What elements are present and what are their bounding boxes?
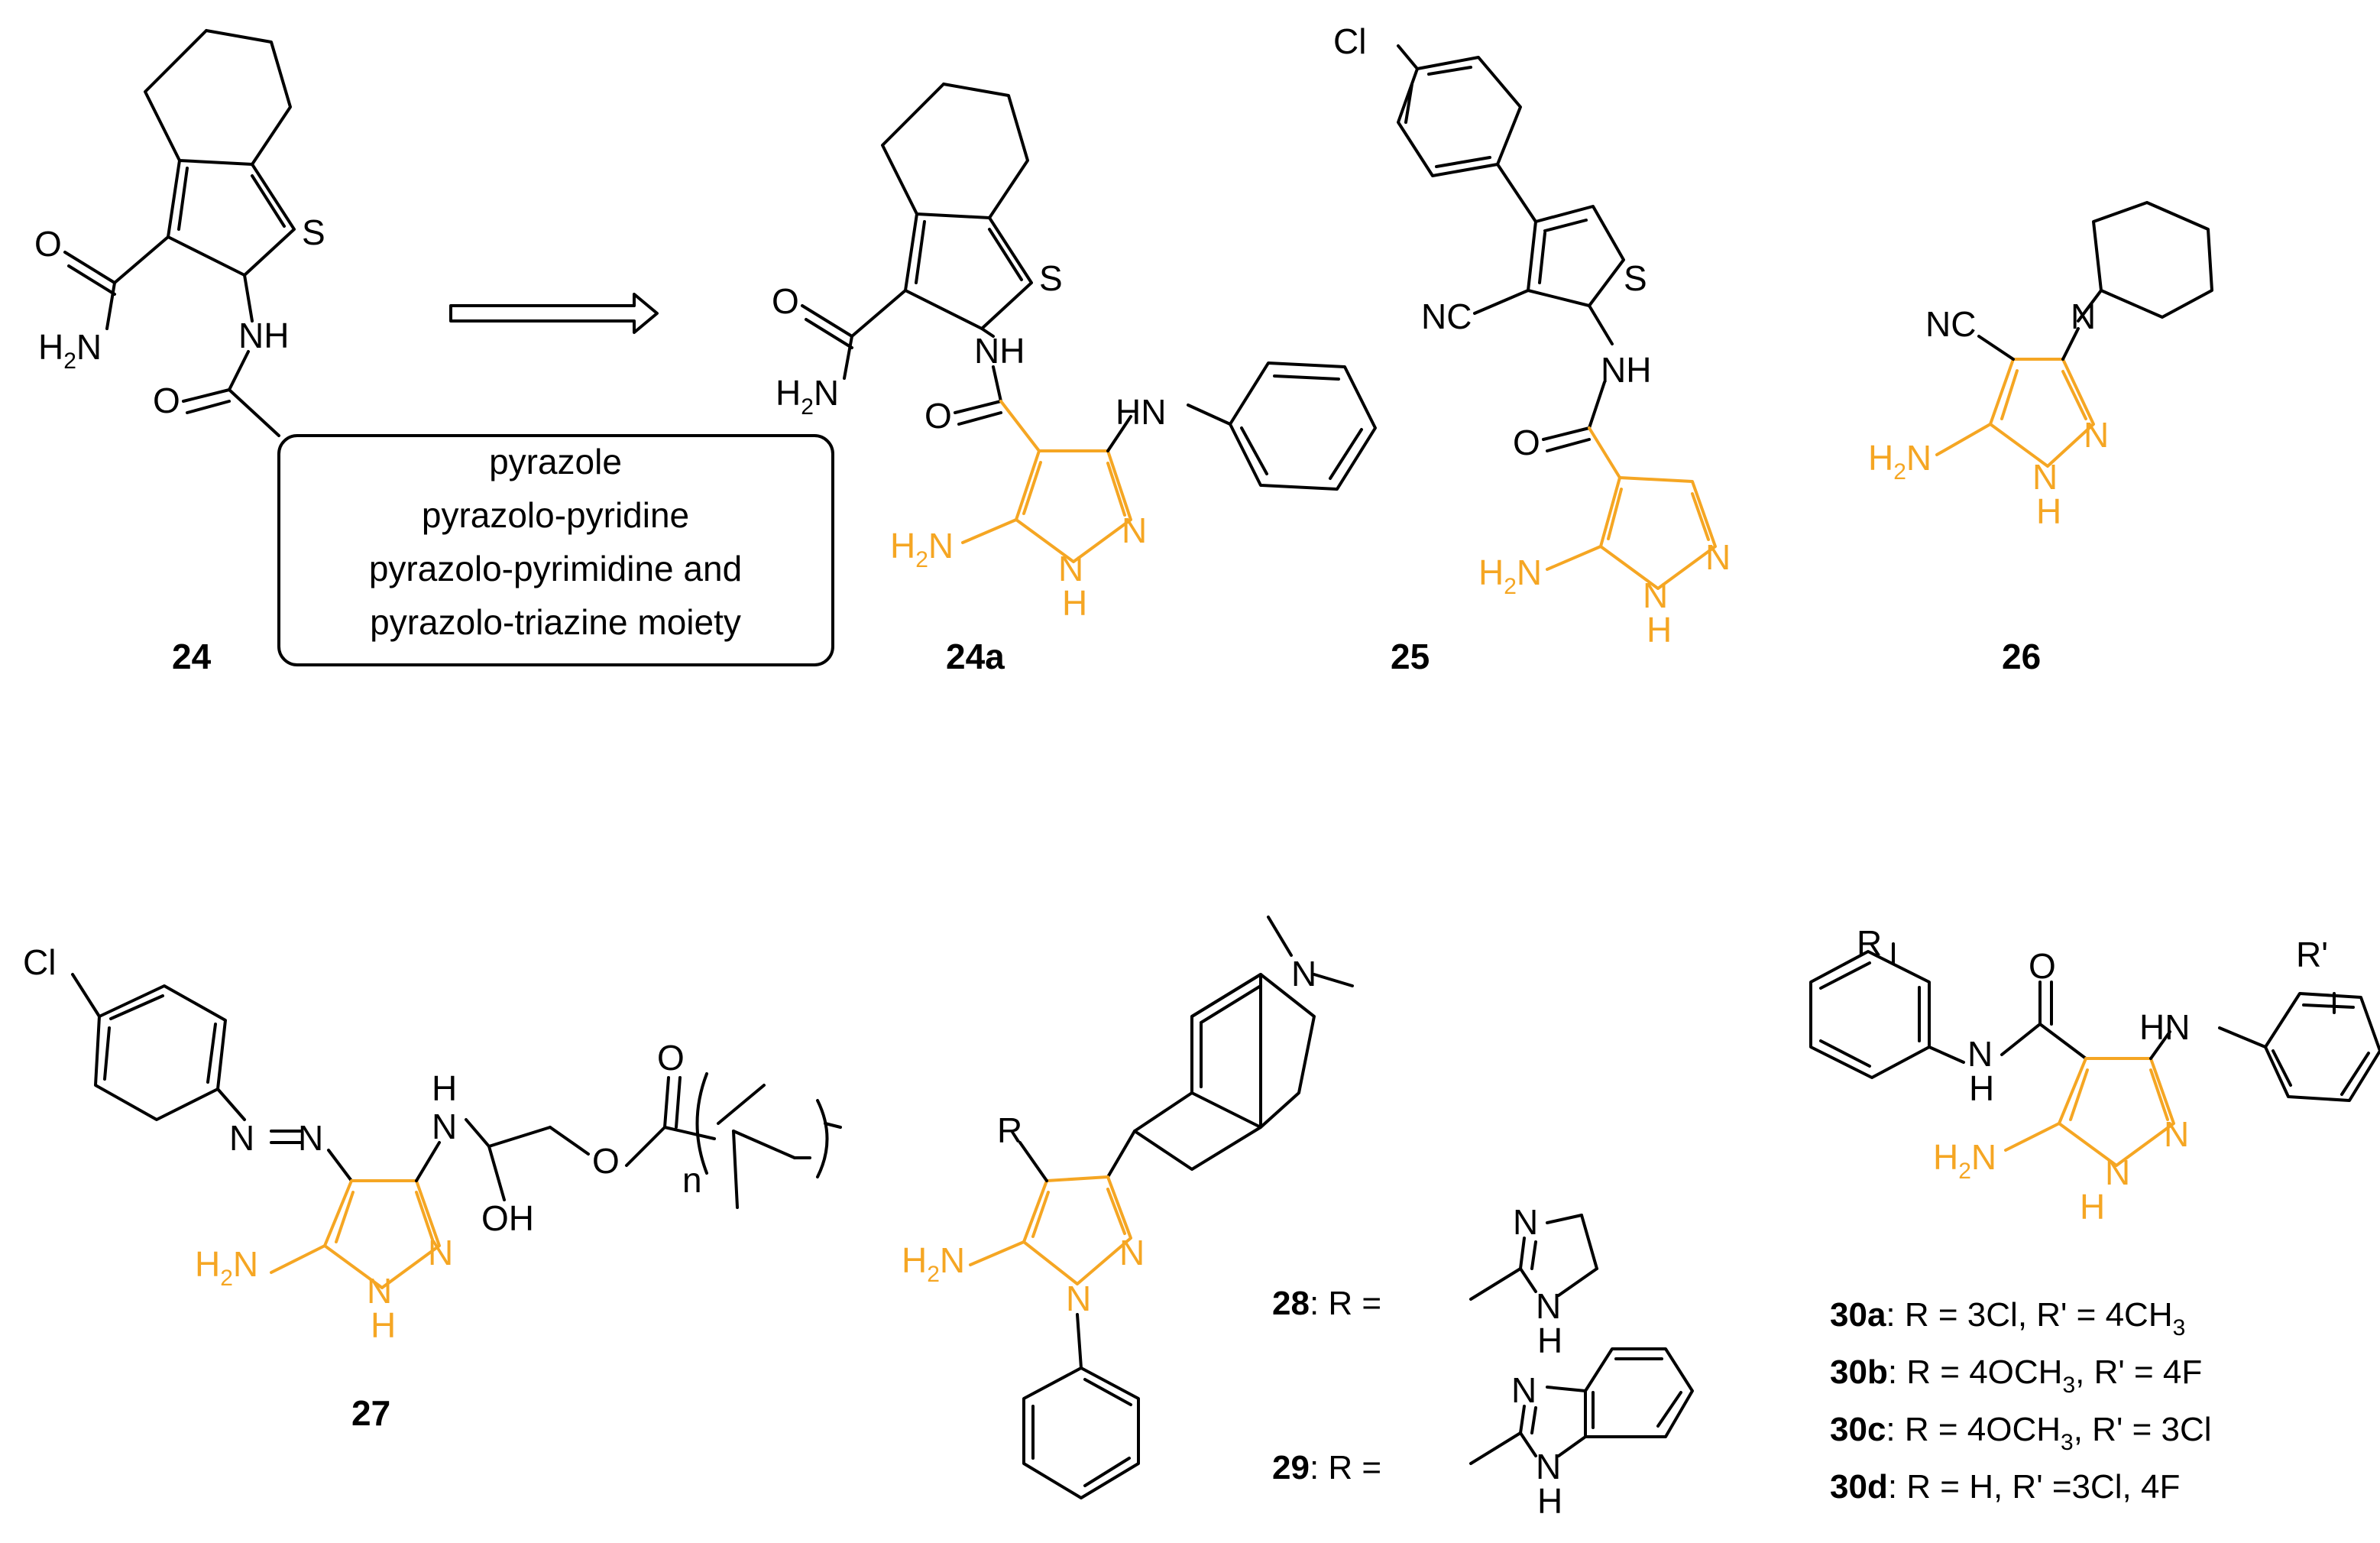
nitrile-atom: NC — [1421, 297, 1472, 336]
compound-number: 27 — [351, 1393, 390, 1433]
piperidine-n-atom: N — [2071, 297, 2096, 336]
oxygen-atom: O — [1513, 423, 1540, 462]
oxygen-atom: O — [772, 281, 799, 321]
r-group: R — [997, 1110, 1022, 1150]
ring-nh-atom: N — [2032, 457, 2058, 497]
chlorine-atom: Cl — [1333, 21, 1366, 61]
ester-o-atom: O — [592, 1141, 620, 1181]
sulfur-atom: S — [1039, 258, 1063, 298]
r-group: R — [1857, 923, 1882, 963]
box-line: pyrazolo-pyridine — [422, 495, 689, 535]
ring-n-atom: N — [2084, 415, 2109, 455]
ring-nh-atom: N — [2105, 1152, 2130, 1192]
compound-number: 24 — [172, 637, 212, 676]
amine-atom: H2N — [1868, 438, 1932, 485]
compound-27: Cl N N H N OH O O n H2N N N H 27 — [23, 942, 842, 1433]
design-arrow — [449, 293, 659, 334]
ring-n-atom: N — [428, 1233, 453, 1272]
compound-24a: S O H2N NH O HN H2N N N H 24a — [772, 83, 1377, 676]
repeat-n: n — [682, 1160, 702, 1200]
variant-30d: 30d: R = H, R' =3Cl, 4F — [1830, 1468, 2180, 1506]
nh-h-atom: H — [432, 1068, 457, 1108]
compound-28-r: 28: R = N N H — [1272, 1202, 1598, 1360]
box-line: pyrazolo-pyrimidine and — [369, 549, 742, 588]
hydroxyl-atom: OH — [481, 1198, 534, 1238]
amine-atom: H2N — [38, 327, 102, 374]
nh-n-atom: N — [432, 1107, 457, 1146]
nh-atom: NH — [974, 331, 1025, 371]
sulfur-atom: S — [1624, 258, 1647, 298]
hn-atom: HN — [1116, 392, 1166, 432]
ring-nh-atom: N — [1058, 549, 1083, 588]
amine-atom: H2N — [1478, 553, 1542, 599]
carbonyl-o-atom: O — [2029, 946, 2056, 986]
compound-25: Cl S NC NH O H2N N N H 25 — [1333, 21, 1731, 676]
ring-n-atom: N — [1122, 511, 1147, 550]
ring-nh-atom: N — [367, 1271, 392, 1311]
ring-h-atom: H — [371, 1305, 396, 1345]
dimethylamino-n-atom: N — [1291, 954, 1316, 994]
benzimidazole-nh-atom: N — [1536, 1447, 1561, 1486]
nitrile-atom: NC — [1925, 304, 1976, 344]
azo-n-atom: N — [298, 1118, 323, 1158]
ring-h-atom: H — [1062, 583, 1087, 623]
compound-number: 24a — [946, 637, 1005, 676]
sulfur-atom: S — [302, 212, 325, 252]
ring-n-atom: N — [1119, 1233, 1145, 1272]
ring-h-atom: H — [2036, 491, 2061, 531]
chlorine-atom: Cl — [23, 942, 56, 982]
imidazoline-n-atom: N — [1513, 1202, 1538, 1242]
moiety-box: pyrazole pyrazolo-pyridine pyrazolo-pyri… — [277, 434, 834, 666]
azo-n-atom: N — [229, 1118, 254, 1158]
oxygen-atom: O — [153, 381, 180, 420]
amine-atom: H2N — [1933, 1137, 1996, 1184]
r-prime-group: R' — [2296, 935, 2328, 974]
compound-29-caption: 29: R = — [1272, 1449, 1381, 1486]
amide-n-atom: N — [1967, 1034, 1993, 1074]
variant-30c: 30c: R = 4OCH3, R' = 3Cl — [1830, 1411, 2212, 1455]
compound-29-r: 29: R = N N H — [1272, 1347, 1694, 1521]
ring-nh-atom: N — [1643, 575, 1668, 615]
amine-atom: H2N — [902, 1240, 965, 1287]
carbonyl-o-atom: O — [657, 1038, 685, 1078]
amine-atom: H2N — [776, 373, 839, 420]
ring-n1-atom: N — [1066, 1279, 1091, 1318]
compound-number: 25 — [1391, 637, 1430, 676]
oxygen-atom: O — [924, 396, 952, 436]
imidazoline-nh-atom: N — [1536, 1286, 1561, 1326]
variant-30b: 30b: R = 4OCH3, R' = 4F — [1830, 1353, 2202, 1398]
nh-atom: NH — [1601, 350, 1651, 390]
compound-30: R N H O HN R' H2N N N H 30a: R = 3Cl, R'… — [1809, 923, 2380, 1506]
box-line: pyrazolo-triazine moiety — [370, 602, 741, 642]
compound-26: N NC H2N N N H 26 — [1868, 201, 2213, 676]
hn-atom: HN — [2139, 1007, 2190, 1047]
compound-number: 26 — [2002, 637, 2041, 676]
imidazoline-h-atom: H — [1537, 1321, 1562, 1360]
ring-h-atom: H — [1647, 610, 1672, 650]
compound-28-caption: 28: R = — [1272, 1285, 1381, 1322]
amide-h-atom: H — [1969, 1068, 1994, 1108]
benzimidazole-n-atom: N — [1511, 1370, 1536, 1410]
oxygen-atom: O — [34, 224, 62, 264]
amine-atom: H2N — [195, 1244, 258, 1291]
ring-n-atom: N — [1705, 537, 1731, 577]
compound-28-29-core: N R H2N N N — [902, 916, 1354, 1499]
nh-atom: NH — [238, 316, 289, 355]
amine-atom: H2N — [890, 526, 954, 572]
compound-24: S O H2N NH O 24 — [34, 29, 325, 676]
ring-n-atom: N — [2164, 1114, 2189, 1154]
box-line: pyrazole — [489, 442, 622, 481]
variant-30a: 30a: R = 3Cl, R' = 4CH3 — [1830, 1296, 2185, 1340]
benzimidazole-h-atom: H — [1537, 1481, 1562, 1521]
ring-h-atom: H — [2080, 1187, 2105, 1227]
